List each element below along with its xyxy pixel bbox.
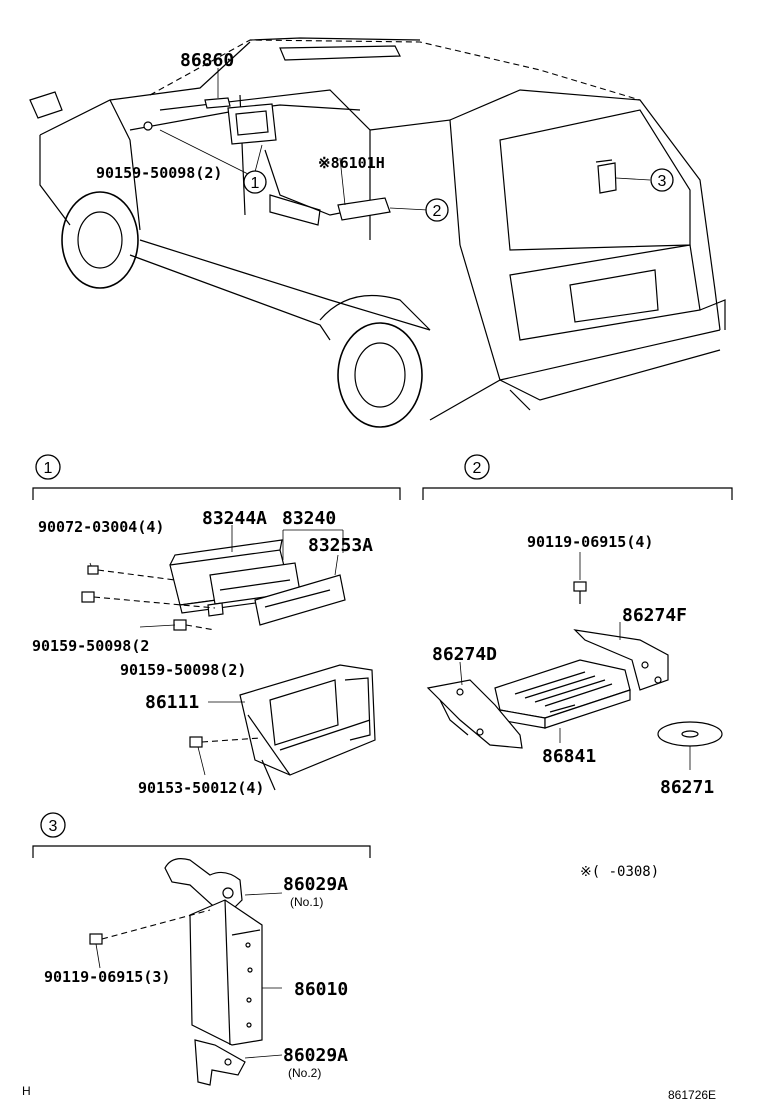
label-90072: 90072-03004(4) xyxy=(38,518,164,536)
ref-circle-2-vehicle: 2 xyxy=(425,198,449,222)
svg-text:1: 1 xyxy=(251,175,260,192)
label-86271: 86271 xyxy=(660,777,714,798)
section-2-ref: 2 xyxy=(473,460,482,477)
label-90153: 90153-50012(4) xyxy=(138,779,264,797)
label-86111: 86111 xyxy=(145,692,199,713)
corner-code-left: H xyxy=(22,1084,31,1098)
svg-text:2: 2 xyxy=(433,203,442,220)
label-83253A: 83253A xyxy=(308,535,373,556)
label-86274F: 86274F xyxy=(622,605,687,626)
label-90119-s3: 90119-06915(3) xyxy=(44,968,170,986)
label-86101H: ※86101H xyxy=(318,154,385,172)
section-3-ref: 3 xyxy=(49,818,58,835)
footnote-date-range: ※( -0308) xyxy=(580,864,659,880)
diagram-id: 861726E xyxy=(668,1088,716,1102)
section-1: 1 xyxy=(32,454,401,791)
label-83244A: 83244A xyxy=(202,508,267,529)
label-83240: 83240 xyxy=(282,508,336,529)
label-90119-s2: 90119-06915(4) xyxy=(527,533,653,551)
label-90159-a: 90159-50098(2 xyxy=(32,637,149,655)
svg-text:3: 3 xyxy=(658,173,667,190)
label-no2: (No.2) xyxy=(288,1066,321,1080)
label-86860: 86860 xyxy=(180,50,234,71)
label-86029A-bottom: 86029A xyxy=(283,1045,348,1066)
section-1-ref: 1 xyxy=(44,460,53,477)
label-no1: (No.1) xyxy=(290,895,323,909)
label-90159-top: 90159-50098(2) xyxy=(96,164,222,182)
label-86274D: 86274D xyxy=(432,644,497,665)
ref-circle-1-vehicle: 1 xyxy=(243,170,267,194)
vehicle-illustration xyxy=(29,37,726,428)
ref-circle-3-vehicle: 3 xyxy=(650,168,674,192)
label-86029A-top: 86029A xyxy=(283,874,348,895)
label-86841: 86841 xyxy=(542,746,596,767)
section-2: 2 xyxy=(422,454,733,770)
label-86010: 86010 xyxy=(294,979,348,1000)
label-90159-b: 90159-50098(2) xyxy=(120,661,246,679)
section-3: 3 xyxy=(32,812,371,1086)
